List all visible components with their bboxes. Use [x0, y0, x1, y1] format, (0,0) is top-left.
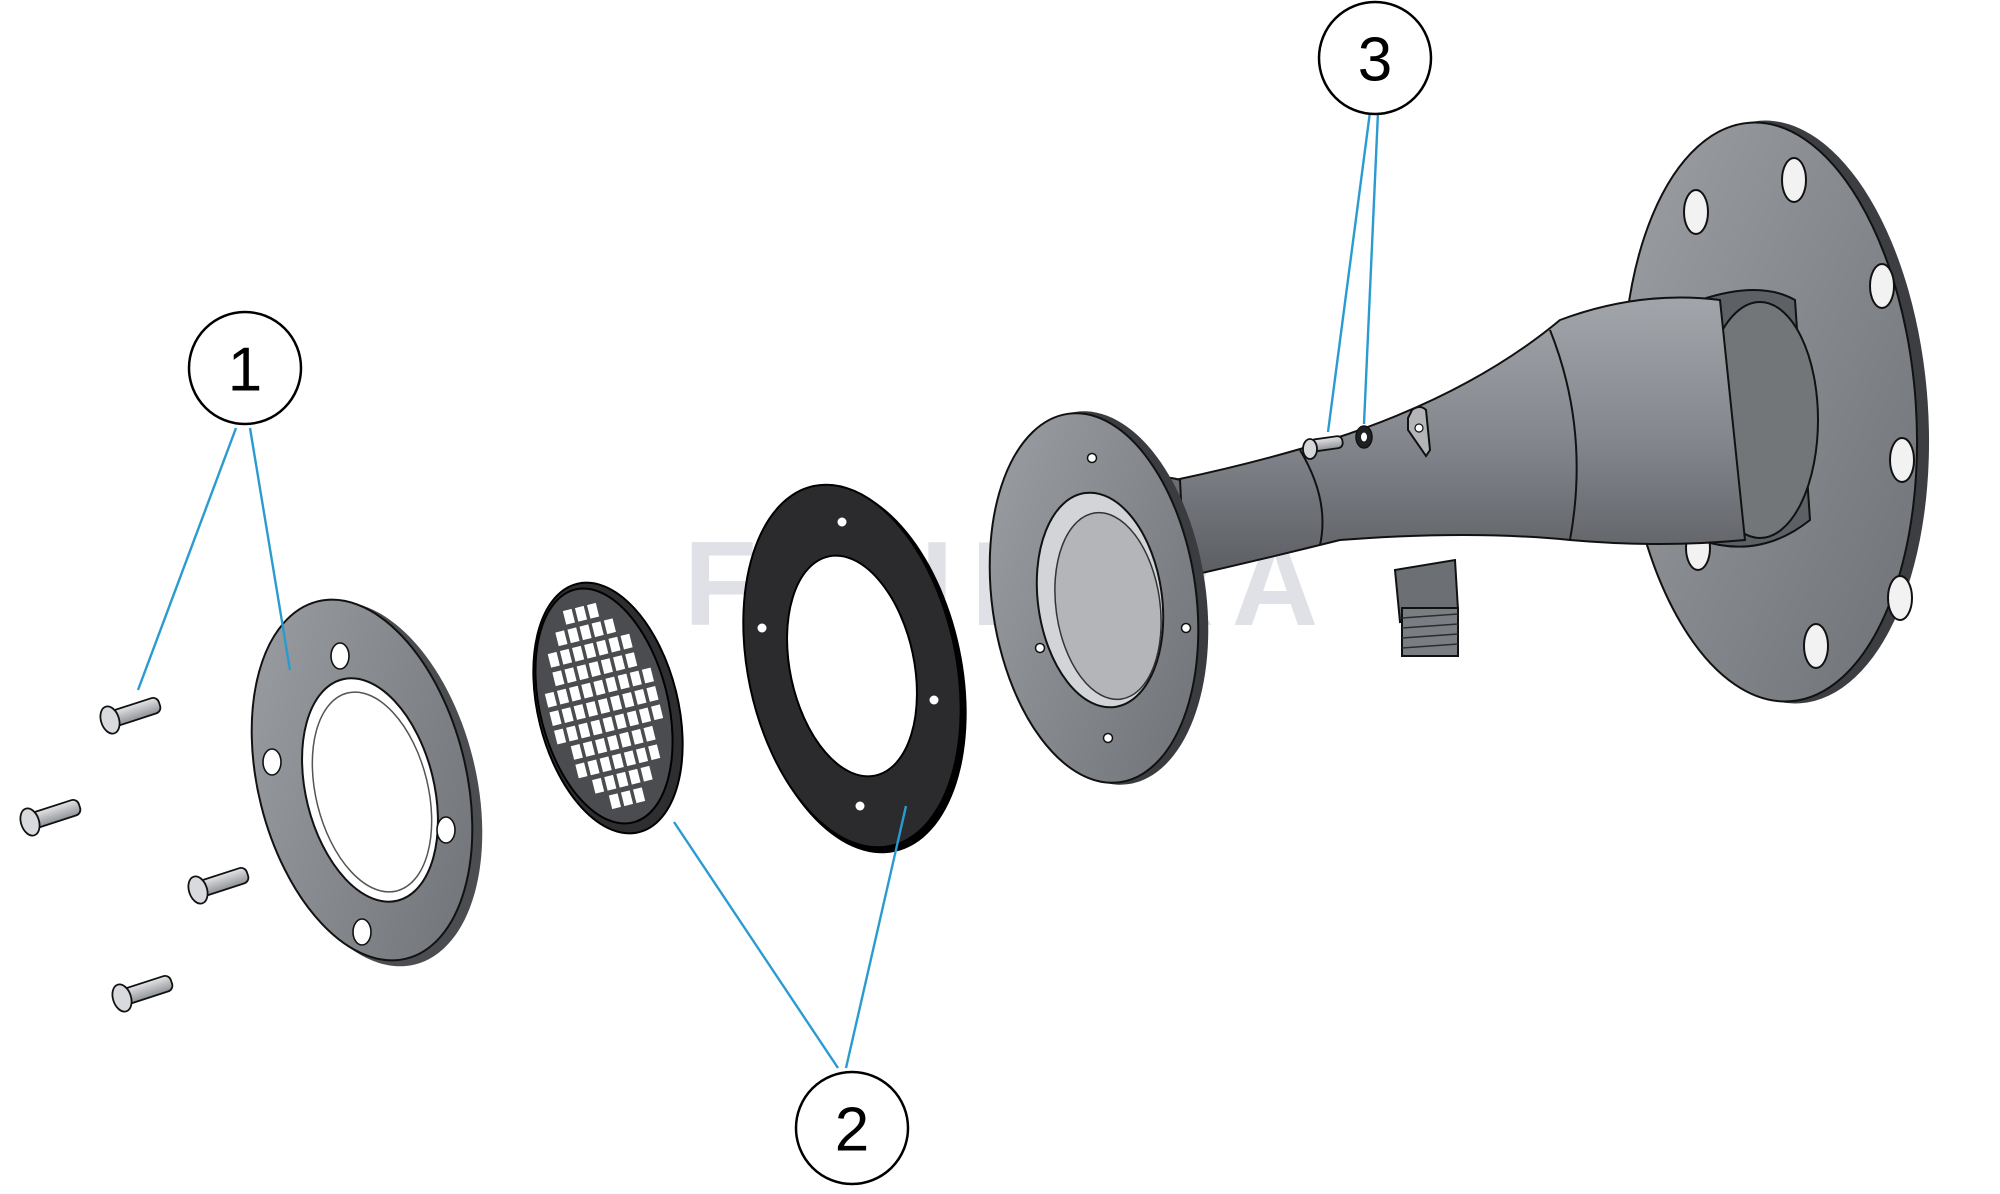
strainer-hole [599, 756, 612, 773]
threaded-fitting [1393, 558, 1460, 657]
flat-gasket [742, 483, 967, 854]
screw [99, 696, 162, 735]
strainer-hole [620, 790, 634, 807]
screw [19, 798, 82, 837]
strainer-hole [626, 710, 639, 727]
strainer-hole [570, 744, 583, 760]
strainer-hole [614, 713, 627, 730]
strainer-hole [631, 728, 644, 745]
strainer-hole [544, 691, 557, 708]
strainer-hole [597, 698, 611, 714]
leader-2-gasket [844, 805, 908, 1069]
strainer-hole [595, 738, 608, 754]
strainer-hole [556, 688, 570, 705]
leader-1-ring [248, 427, 292, 671]
strainer-hole [608, 636, 621, 653]
strainer-hole [575, 762, 588, 779]
strainer-hole [569, 685, 582, 702]
strainer-hole [634, 689, 647, 705]
main-body-assembly [988, 120, 1930, 785]
strainer-grid [532, 581, 684, 835]
strainer-hole [623, 750, 636, 767]
strainer-hole [555, 630, 568, 647]
part3-washer [1355, 425, 1373, 449]
strainer-hole [617, 673, 630, 690]
strainer-hole [629, 670, 642, 687]
callout-1-label: 1 [228, 336, 262, 405]
strainer-hole [584, 642, 597, 659]
strainer-hole [616, 771, 629, 788]
screw [187, 866, 250, 905]
strainer-hole [592, 777, 605, 794]
strainer-hole [559, 648, 573, 665]
part3-screw [1302, 435, 1344, 460]
strainer-hole [600, 658, 613, 674]
strainer-hole [587, 602, 600, 619]
strainer-hole [562, 608, 575, 625]
strainer-hole [628, 768, 641, 785]
strainer-hole [572, 645, 585, 662]
strainer-hole [625, 652, 638, 668]
strainer-hole [574, 605, 588, 622]
strainer-hole [619, 731, 632, 748]
strainer-hole [573, 704, 586, 720]
strainer-hole [547, 651, 560, 668]
strainer-hole [641, 667, 654, 684]
strainer-hole [638, 707, 652, 724]
leader-2-grid [673, 821, 839, 1069]
callout-3: 3 [1317, 0, 1433, 116]
screw [111, 974, 174, 1013]
leader-3-screw [1326, 111, 1372, 433]
strainer-hole [620, 633, 633, 650]
front-flange [988, 411, 1209, 785]
strainer-hole [622, 692, 635, 708]
strainer-hole [607, 735, 620, 751]
strainer-hole [564, 667, 577, 684]
strainer-hole [579, 624, 592, 641]
strainer-hole [578, 722, 591, 739]
strainer-hole [549, 710, 562, 726]
strainer-hole [567, 627, 580, 644]
strainer-hole [635, 747, 649, 764]
strainer-hole [591, 621, 604, 638]
leader-3-washer [1362, 111, 1380, 425]
strainer-hole [603, 618, 616, 635]
strainer-hole [566, 725, 579, 742]
strainer-hole [648, 744, 661, 761]
strainer-hole [613, 655, 626, 671]
countersunk-screws [19, 696, 250, 1013]
strainer-hole [640, 765, 653, 782]
callout-1: 1 [187, 310, 303, 426]
strainer-hole [590, 719, 603, 736]
strainer-hole [596, 639, 609, 656]
strainer-hole [588, 661, 601, 677]
strainer-hole [561, 707, 574, 723]
callout-3-label: 3 [1358, 26, 1392, 95]
strainer-hole [646, 686, 659, 702]
leader-1-screw [136, 427, 238, 691]
strainer-hole [593, 679, 606, 696]
strainer-hole [604, 774, 617, 791]
leader-lines [136, 111, 1380, 1069]
strainer-hole [554, 728, 567, 745]
strainer-hole [633, 787, 646, 804]
callout-2: 2 [794, 1070, 910, 1186]
strainer-hole [651, 704, 664, 721]
strainer-hole [605, 676, 618, 693]
strainer-hole [611, 753, 624, 770]
strainer-hole [552, 670, 565, 687]
strainer-hole [608, 793, 621, 810]
strainer-hole [587, 759, 600, 776]
callout-2-label: 2 [835, 1096, 869, 1165]
strainer-hole [643, 725, 656, 742]
strainer-hole [602, 716, 615, 733]
strainer-hole [576, 664, 589, 681]
strainer-hole [610, 695, 623, 711]
strainer-hole [581, 682, 594, 699]
strainer-hole [582, 741, 595, 757]
strainer-holes [544, 602, 664, 810]
strainer-hole [585, 701, 598, 717]
retaining-ring [250, 598, 483, 967]
